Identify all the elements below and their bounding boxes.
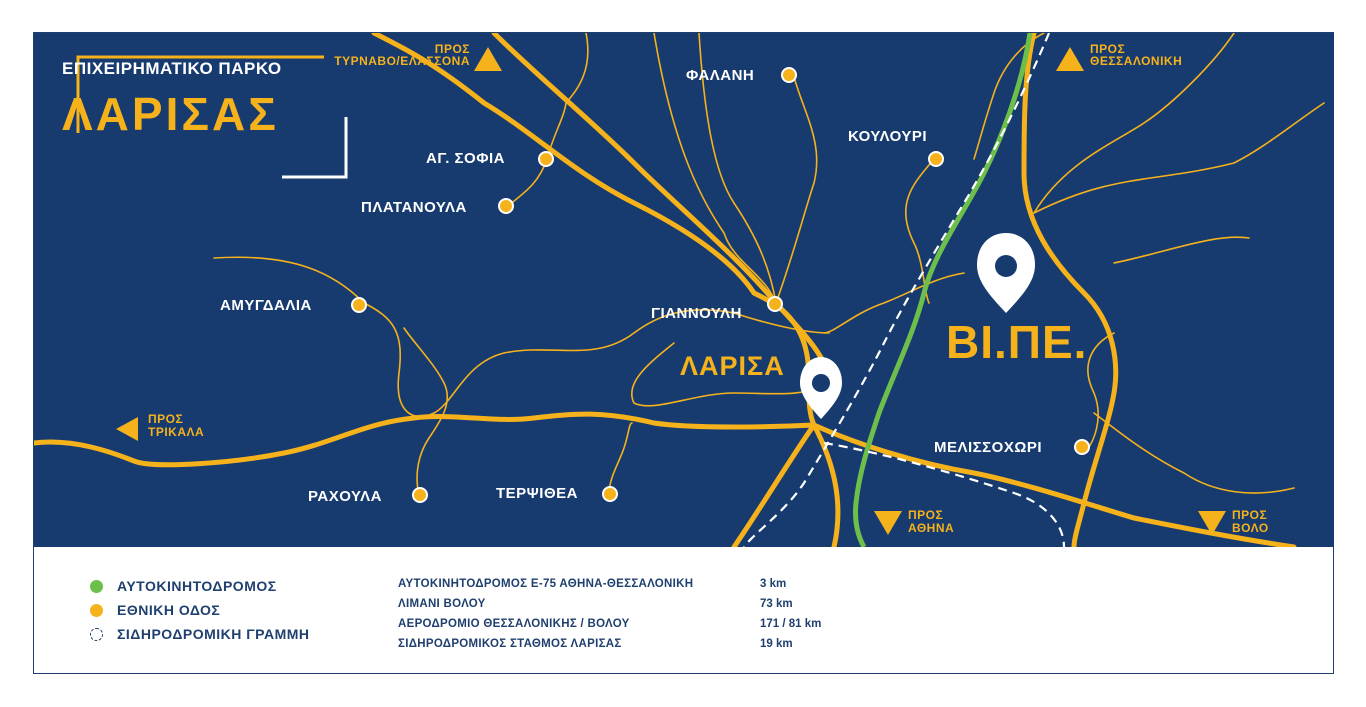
map-area: ΕΠΙΧΕΙΡΗΜΑΤΙΚΟ ΠΑΡΚΟ ΛΑΡΙΣΑΣ ΛΑΡΙΣΑ ΒΙ.Π… (34, 33, 1334, 547)
title-bracket (76, 55, 324, 133)
map-frame: ΕΠΙΧΕΙΡΗΜΑΤΙΚΟ ΠΑΡΚΟ ΛΑΡΙΣΑΣ ΛΑΡΙΣΑ ΒΙ.Π… (33, 32, 1334, 674)
town-label-rachoula: ΡΑΧΟΥΛΑ (308, 488, 382, 505)
arrow-up-icon (1056, 47, 1084, 71)
dir-volo-line1: ΠΡΟΣ (1232, 508, 1268, 522)
dir-tyrnavo-line1: ΠΡΟΣ (434, 42, 470, 56)
town-dot-platanoula (498, 198, 514, 214)
town-label-ag-sofia: ΑΓ. ΣΟΦΙΑ (426, 150, 506, 167)
distance-value: 3 km (760, 578, 787, 590)
legend-item-railway: ΣΙΔΗΡΟΔΡΟΜΙΚΗ ΓΡΑΜΜΗ (90, 626, 310, 642)
town-label-koulouri: ΚΟΥΛΟΥΡΙ (848, 128, 928, 145)
dir-thessaloniki-line2: ΘΕΣΣΑΛΟΝΙΚΗ (1090, 54, 1183, 68)
dir-trikala-line1: ΠΡΟΣ (148, 412, 184, 426)
city-label: ΛΑΡΙΣΑ (680, 351, 785, 381)
distance-label: ΑΥΤΟΚΙΝΗΤΟΔΡΟΜΟΣ Ε-75 ΑΘΗΝΑ-ΘΕΣΣΑΛΟΝΙΚΗ (398, 578, 694, 590)
town-label-giannouli: ΓΙΑΝΝΟΥΛΗ (651, 305, 742, 322)
motorway-line (853, 33, 1033, 547)
town-label-platanoula: ΠΛΑΤΑΝΟΥΛΑ (361, 199, 467, 216)
distance-label: ΣΙΔΗΡΟΔΡΟΜΙΚΟΣ ΣΤΑΘΜΟΣ ΛΑΡΙΣΑΣ (398, 638, 622, 650)
dir-athina-line2: ΑΘΗΝΑ (908, 521, 955, 535)
town-dot-giannouli (767, 296, 783, 312)
legend-label: ΕΘΝΙΚΗ ΟΔΟΣ (117, 602, 221, 618)
vipe-pin (977, 233, 1035, 313)
distance-value: 19 km (760, 638, 793, 650)
town-dot-melissochori (1074, 439, 1090, 455)
minor-roads (213, 33, 1325, 496)
park-label: ΒΙ.ΠΕ. (946, 316, 1088, 368)
town-label-falani: ΦΑΛΑΝΗ (686, 67, 755, 84)
town-label-amygdalia: ΑΜΥΓΔΑΛΙΑ (220, 297, 312, 314)
yellow-dot-icon (90, 603, 103, 617)
title-small: ΕΠΙΧΕΙΡΗΜΑΤΙΚΟ ΠΑΡΚΟ (62, 59, 282, 78)
town-dot-koulouri (928, 151, 944, 167)
distance-label: ΑΕΡΟΔΡΟΜΙΟ ΘΕΣΣΑΛΟΝΙΚΗΣ / ΒΟΛΟΥ (398, 618, 630, 630)
dir-tyrnavo-line2: ΤΥΡΝΑΒΟ/ΕΛΑΣΣΟΝΑ (334, 54, 470, 68)
arrow-up-icon (474, 47, 502, 71)
arrow-left-icon (116, 417, 138, 441)
green-dot-icon (90, 579, 103, 593)
legend-panel: ΑΥΤΟΚΙΝΗΤΟΔΡΟΜΟΣ ΕΘΝΙΚΗ ΟΔΟΣ ΣΙΔΗΡΟΔΡΟΜΙ… (34, 547, 1333, 673)
title-bracket-close (282, 117, 348, 179)
arrow-down-icon (1198, 511, 1226, 535)
legend-label: ΣΙΔΗΡΟΔΡΟΜΙΚΗ ΓΡΑΜΜΗ (117, 626, 310, 642)
railway-branch (823, 441, 1066, 547)
legend-item-national-road: ΕΘΝΙΚΗ ΟΔΟΣ (90, 602, 220, 618)
town-dot-ag-sofia (538, 151, 554, 167)
larisa-pin (800, 357, 842, 419)
legend-label: ΑΥΤΟΚΙΝΗΤΟΔΡΟΜΟΣ (117, 578, 277, 594)
arrow-down-icon (874, 511, 902, 535)
dir-athina-line1: ΠΡΟΣ (908, 508, 944, 522)
town-label-terpsithea: ΤΕΡΨΙΘΕΑ (496, 485, 578, 502)
distance-label: ΛΙΜΑΝΙ ΒΟΛΟΥ (398, 598, 486, 610)
title-big: ΛΑΡΙΣΑΣ (62, 88, 279, 140)
dir-thessaloniki-line1: ΠΡΟΣ (1090, 42, 1126, 56)
town-dot-amygdalia (351, 297, 367, 313)
dir-trikala-line2: ΤΡΙΚΑΛΑ (148, 425, 205, 439)
town-dot-terpsithea (602, 486, 618, 502)
town-label-melissochori: ΜΕΛΙΣΣΟΧΩΡΙ (934, 439, 1043, 456)
distance-value: 171 / 81 km (760, 618, 822, 630)
railway-line (743, 33, 1051, 547)
town-dot-falani (781, 67, 797, 83)
dashed-circle-icon (90, 627, 103, 641)
legend-item-motorway: ΑΥΤΟΚΙΝΗΤΟΔΡΟΜΟΣ (90, 578, 277, 594)
distance-value: 73 km (760, 598, 793, 610)
dir-volo-line2: ΒΟΛΟ (1232, 521, 1269, 535)
town-dot-rachoula (412, 487, 428, 503)
